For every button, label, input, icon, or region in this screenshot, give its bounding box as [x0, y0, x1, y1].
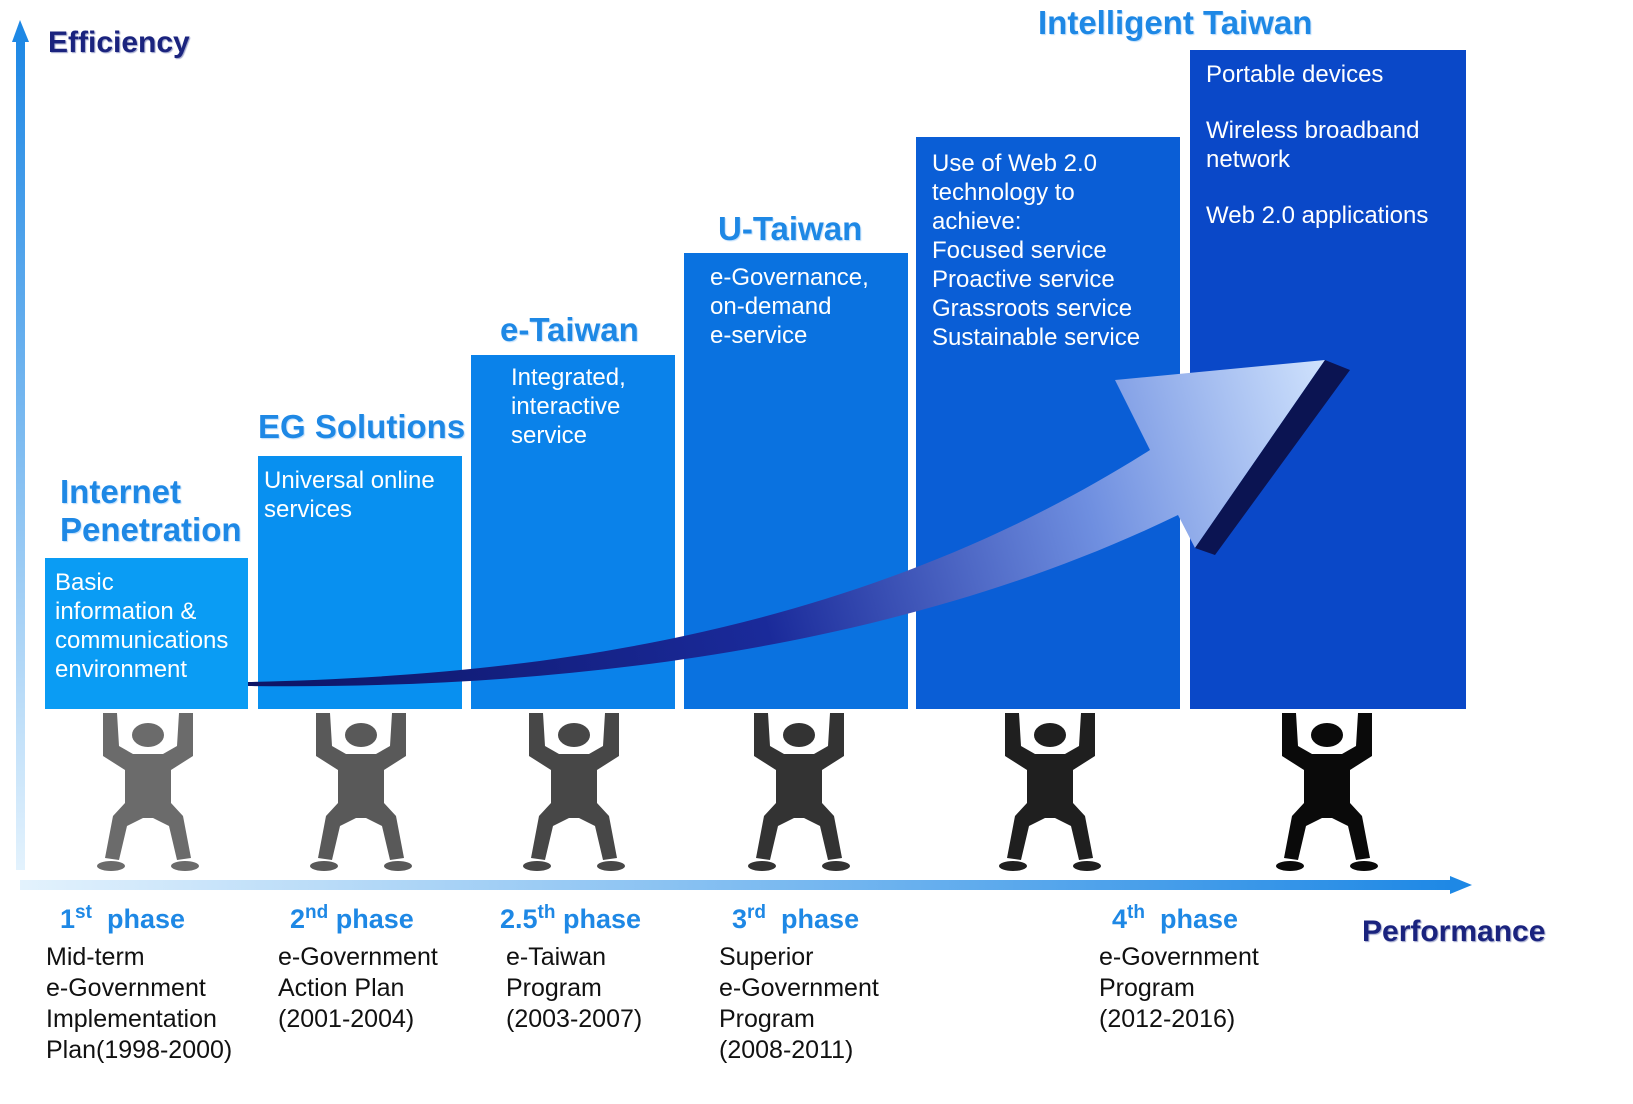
- step-title-line: Penetration: [60, 511, 242, 548]
- step-text: e-Governance,: [710, 264, 869, 291]
- phase-word: phase: [106, 904, 185, 934]
- phase-word: phase: [781, 904, 860, 934]
- y-axis-label: Efficiency: [48, 26, 190, 59]
- program-line: Superior: [719, 943, 814, 971]
- program-line: Mid-term: [46, 943, 145, 971]
- step-title-intelligent-taiwan: Intelligent Taiwan: [1038, 4, 1313, 41]
- step-title-eg-solutions: EG Solutions: [258, 408, 466, 445]
- x-axis: [20, 876, 1472, 894]
- step-title-e-taiwan: e-Taiwan: [500, 311, 639, 348]
- program-line: e-Taiwan: [506, 943, 607, 971]
- phase-word: phase: [563, 904, 642, 934]
- program-2-5: e-Taiwan Program (2003-2007): [506, 942, 642, 1035]
- phase-number: 3: [732, 904, 748, 934]
- step-text: Portable devices: [1206, 61, 1384, 88]
- phase-ordinal: th: [537, 902, 556, 923]
- person-icon: [748, 713, 850, 871]
- person-icon: [310, 713, 412, 871]
- program-line: Plan(1998-2000): [46, 1036, 233, 1064]
- program-line: e-Government: [719, 974, 879, 1002]
- phase-label-3: 3rd phase: [732, 902, 859, 935]
- program-line: e-Government: [1099, 943, 1259, 971]
- phase-ordinal: th: [1127, 902, 1145, 923]
- program-line: Program: [1099, 974, 1195, 1002]
- step-text: interactive: [511, 393, 621, 420]
- phase-number: 2.5: [500, 904, 538, 934]
- person-icon: [999, 713, 1101, 871]
- step-text: information &: [55, 598, 197, 625]
- program-line: (2012-2016): [1099, 1005, 1236, 1033]
- program-line: Program: [506, 974, 602, 1002]
- step-text: Use of Web 2.0: [932, 150, 1097, 177]
- step-text: e-service: [710, 322, 808, 349]
- y-axis: [12, 20, 29, 870]
- step-text: service: [511, 422, 588, 449]
- step-text: Web 2.0 applications: [1206, 202, 1429, 229]
- step-text: Focused service: [932, 237, 1107, 264]
- step-text: Sustainable service: [932, 324, 1141, 351]
- phase-number: 4: [1112, 904, 1128, 934]
- person-icon: [523, 713, 625, 871]
- program-line: (2003-2007): [506, 1005, 643, 1033]
- program-line: (2008-2011): [719, 1036, 854, 1064]
- phase-label-4: 4th phase: [1112, 902, 1238, 935]
- step-title-internet-penetration: Internet Penetration: [60, 473, 242, 549]
- step-text: Wireless broadband: [1206, 117, 1420, 144]
- step-text: Basic: [55, 569, 114, 596]
- phase-word: phase: [335, 904, 414, 934]
- step-box-1: Basic information & communications envir…: [45, 558, 248, 709]
- program-line: e-Government: [46, 974, 206, 1002]
- program-line: Action Plan: [278, 974, 405, 1002]
- step-text: communications: [55, 627, 229, 654]
- step-text: environment: [55, 656, 188, 683]
- step-box-5: Use of Web 2.0 technology to achieve: Fo…: [916, 137, 1180, 709]
- step-text: on-demand: [710, 293, 832, 320]
- phase-word: phase: [1159, 904, 1239, 934]
- program-line: e-Government: [278, 943, 438, 971]
- phase-label-2: 2nd phase: [290, 902, 414, 935]
- phase-label-2-5: 2.5th phase: [500, 902, 641, 935]
- program-3: Superior e-Government Program (2008-2011…: [719, 942, 879, 1066]
- program-line: Implementation: [46, 1005, 217, 1033]
- step-text: Grassroots service: [932, 295, 1133, 322]
- step-text: Universal online: [264, 467, 435, 494]
- phase-label-1: 1st phase: [60, 902, 185, 935]
- person-icon: [1276, 713, 1378, 871]
- person-icon: [97, 713, 199, 871]
- program-2: e-Government Action Plan (2001-2004): [278, 942, 438, 1035]
- x-axis-label: Performance: [1362, 915, 1546, 948]
- step-text: Proactive service: [932, 266, 1115, 293]
- program-line: (2001-2004): [278, 1005, 415, 1033]
- phase-number: 1: [60, 904, 76, 934]
- step-title-u-taiwan: U-Taiwan: [718, 210, 863, 247]
- step-text: technology to: [932, 179, 1075, 206]
- phase-ordinal: st: [75, 902, 92, 923]
- step-text: network: [1206, 146, 1291, 173]
- step-title-line: Internet: [60, 473, 182, 510]
- program-1: Mid-term e-Government Implementation Pla…: [46, 942, 232, 1066]
- step-text: services: [264, 496, 353, 523]
- program-4: e-Government Program (2012-2016): [1099, 942, 1259, 1035]
- phase-ordinal: nd: [305, 902, 329, 923]
- program-line: Program: [719, 1005, 815, 1033]
- step-text: Integrated,: [511, 364, 626, 391]
- phase-ordinal: rd: [747, 902, 767, 923]
- step-text: achieve:: [932, 208, 1022, 235]
- phase-number: 2: [290, 904, 306, 934]
- step-box-2: Universal online services: [258, 456, 462, 709]
